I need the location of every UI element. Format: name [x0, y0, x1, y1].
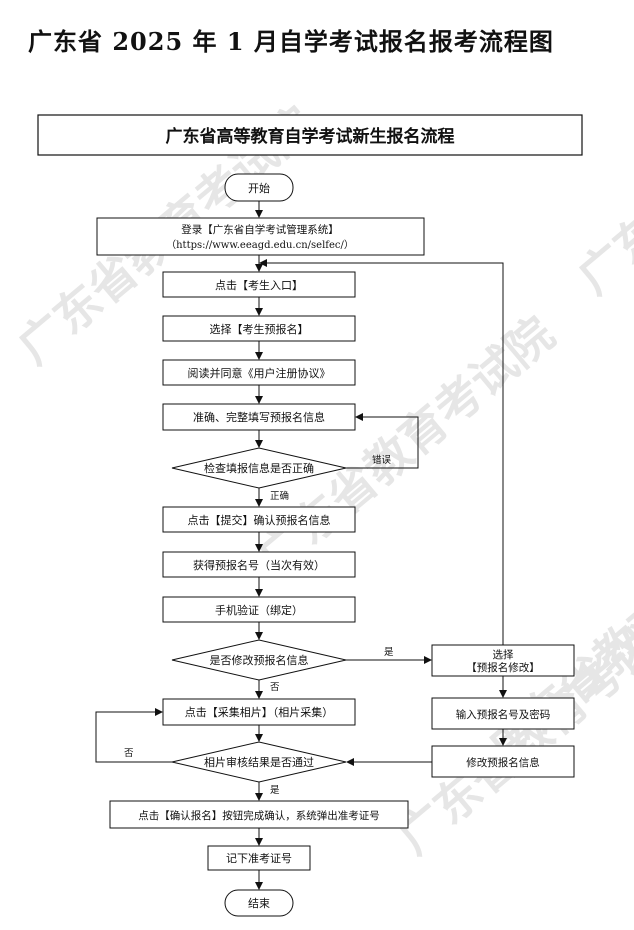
enter-step-label: 点击【考生入口】: [215, 278, 303, 292]
get-number-step-label: 获得预报名号（当次有效）: [193, 558, 325, 572]
wrong-label: 错误: [372, 454, 392, 466]
modify-yes-label: 是: [384, 647, 394, 658]
page-title: 广东省 2025 年 1 月自学考试报名报考流程图: [28, 27, 554, 56]
photo-step-label: 点击【采集相片】（相片采集）: [185, 705, 334, 719]
login-line1: 登录【广东省自学考试管理系统】: [181, 223, 339, 236]
select-pre-step: [162, 315, 356, 342]
photo-decision-label: 相片审核结果是否通过: [204, 755, 314, 769]
modify-select-line1: 选择: [493, 648, 514, 661]
login-step: [96, 217, 425, 256]
arrow-wrong-loop: [346, 413, 419, 469]
login-line2: （https://www.eeagd.edu.cn/selfec/）: [166, 239, 354, 251]
confirm-step-label: 点击【确认报名】按钮完成确认，系统弹出准考证号: [138, 809, 380, 822]
flowchart-header-box: [37, 114, 583, 156]
correct-label: 正确: [270, 490, 289, 502]
photo-no-label: 否: [124, 748, 134, 759]
end-node: [224, 889, 294, 917]
check-decision-label: 检查填报信息是否正确: [204, 461, 314, 475]
modify-decision-label: 是否修改预报名信息: [210, 653, 309, 667]
modify-input-label: 输入预报名号及密码: [456, 708, 551, 721]
agreement-step-label: 阅读并同意《用户注册协议》: [188, 366, 331, 380]
phone-step: [162, 596, 356, 623]
modify-edit-label: 修改预报名信息: [466, 756, 540, 769]
modify-no-label: 否: [270, 682, 280, 693]
fill-step: [162, 403, 356, 431]
agreement-step: [162, 359, 356, 386]
flowchart-header: 广东省高等教育自学考试新生报名流程: [166, 126, 455, 147]
get-number-step: [162, 551, 356, 578]
fill-step-label: 准确、完整填写预报名信息: [193, 410, 325, 424]
photo-yes-label: 是: [270, 785, 280, 796]
enter-step: [162, 271, 356, 298]
modify-edit-step: [431, 745, 575, 778]
phone-step-label: 手机验证（绑定）: [215, 603, 303, 617]
select-pre-step-label: 选择【考生预报名】: [210, 322, 309, 336]
submit-step-label: 点击【提交】确认预报名信息: [188, 513, 331, 527]
record-step: [207, 845, 311, 871]
modify-select-step: [431, 644, 575, 677]
modify-select-line2: 【预报名修改】: [466, 661, 540, 674]
photo-step: [162, 698, 356, 726]
arrow-modify-loop-back: [259, 259, 504, 645]
start-label: 开始: [248, 181, 270, 195]
modify-input-step: [431, 697, 575, 730]
arrow-photo-retry: [95, 708, 172, 763]
record-step-label: 记下准考证号: [226, 852, 292, 865]
end-label: 结束: [248, 897, 270, 910]
